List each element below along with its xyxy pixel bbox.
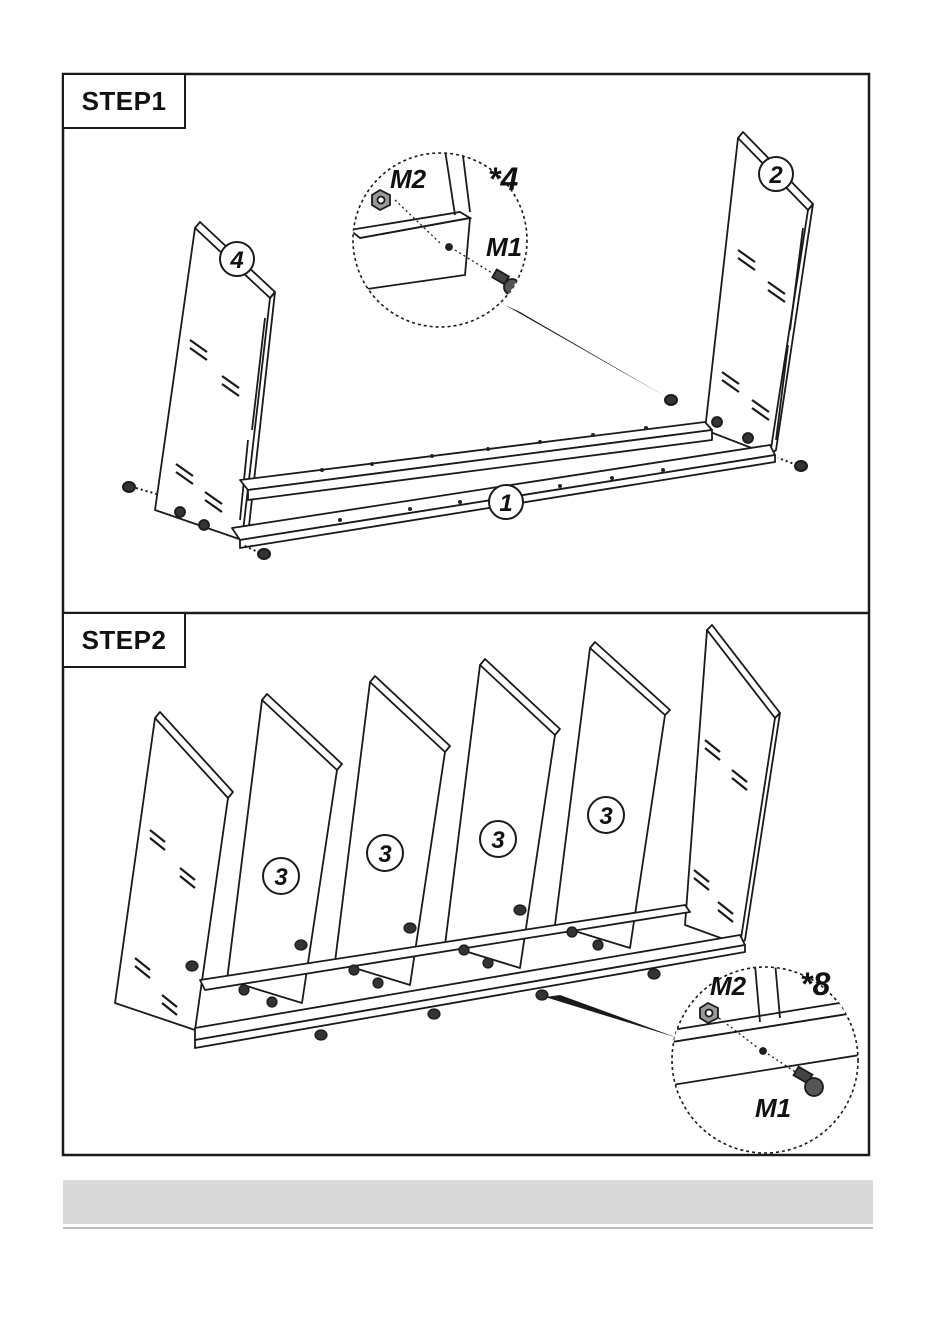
part-3-badge-2: 3 (378, 841, 392, 868)
step2-detail-callout: M2 *8 M1 (672, 962, 860, 1153)
step2-qty-label: *8 (800, 966, 830, 1002)
step1-nut-label: M2 (390, 164, 427, 194)
part-1-badge: 1 (499, 490, 512, 517)
part-3-badge-1: 3 (274, 864, 288, 891)
step2-drawing (115, 625, 780, 1048)
step2-label: STEP2 (64, 614, 186, 668)
footer-divider (63, 1227, 873, 1229)
part-4-badge: 4 (229, 247, 243, 274)
step1-screw-label: M1 (486, 232, 522, 262)
step2-nut-label: M2 (710, 971, 747, 1001)
part-3-badge-4: 3 (599, 803, 613, 830)
part-3-badge-3: 3 (491, 827, 505, 854)
step2-screw-label: M1 (755, 1093, 791, 1123)
step1-detail-callout: M2 *4 M1 (350, 148, 527, 327)
footer-bar (63, 1180, 873, 1224)
step1-label: STEP1 (64, 75, 186, 129)
step1-qty-label: *4 (488, 161, 518, 197)
part-2-badge: 2 (768, 162, 783, 189)
